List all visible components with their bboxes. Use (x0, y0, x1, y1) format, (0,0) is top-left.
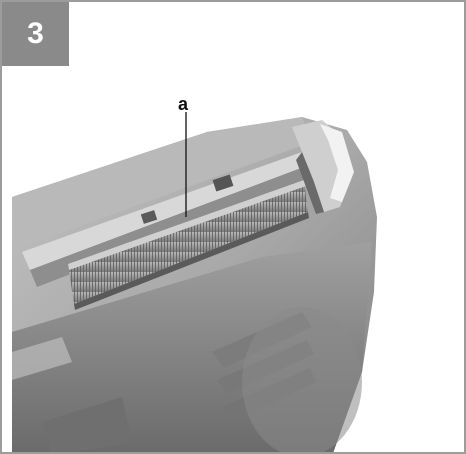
callout-label-a: a (178, 94, 189, 114)
step-number-badge: 3 (2, 2, 69, 66)
